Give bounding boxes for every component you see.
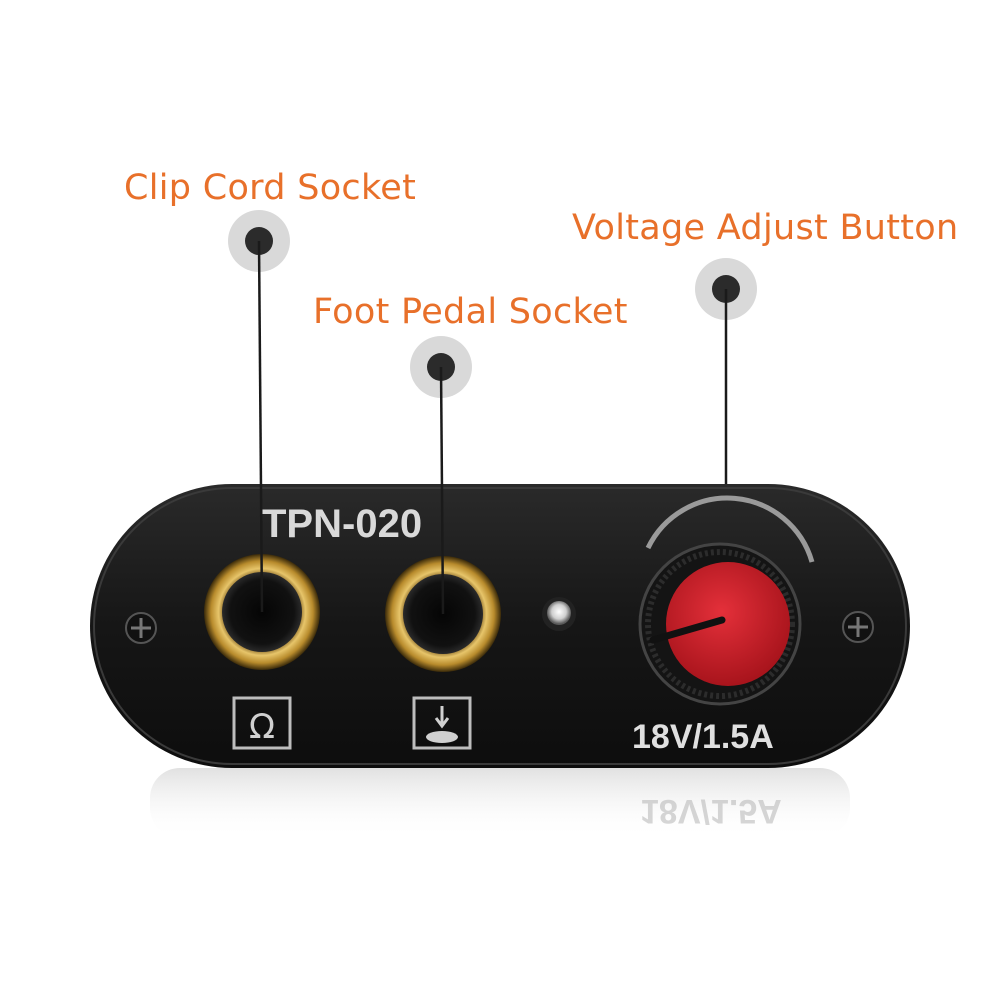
clip-cord-callout-marker bbox=[228, 210, 290, 613]
svg-text:Ω: Ω bbox=[249, 707, 275, 747]
omega-icon: Ω bbox=[232, 696, 292, 750]
foot-pedal-icon bbox=[412, 696, 472, 750]
foot-pedal-socket-label: Foot Pedal Socket bbox=[313, 292, 628, 332]
right-screw-icon bbox=[842, 611, 874, 643]
left-screw-icon bbox=[125, 612, 157, 644]
voltage-adjust-callout-marker bbox=[695, 258, 757, 484]
foot-pedal-callout-marker bbox=[410, 336, 472, 615]
rating-text: 18V/1.5A bbox=[632, 718, 774, 756]
panel-reflection: 18V/1.5A bbox=[150, 768, 850, 838]
model-text: TPN-020 bbox=[262, 502, 422, 546]
voltage-adjust-button-label: Voltage Adjust Button bbox=[572, 208, 959, 248]
clip-cord-socket-label: Clip Cord Socket bbox=[124, 168, 417, 208]
reflection-rating-text: 18V/1.5A bbox=[640, 792, 782, 830]
voltage-adjust-knob[interactable] bbox=[638, 495, 815, 706]
led-indicator bbox=[542, 597, 576, 631]
